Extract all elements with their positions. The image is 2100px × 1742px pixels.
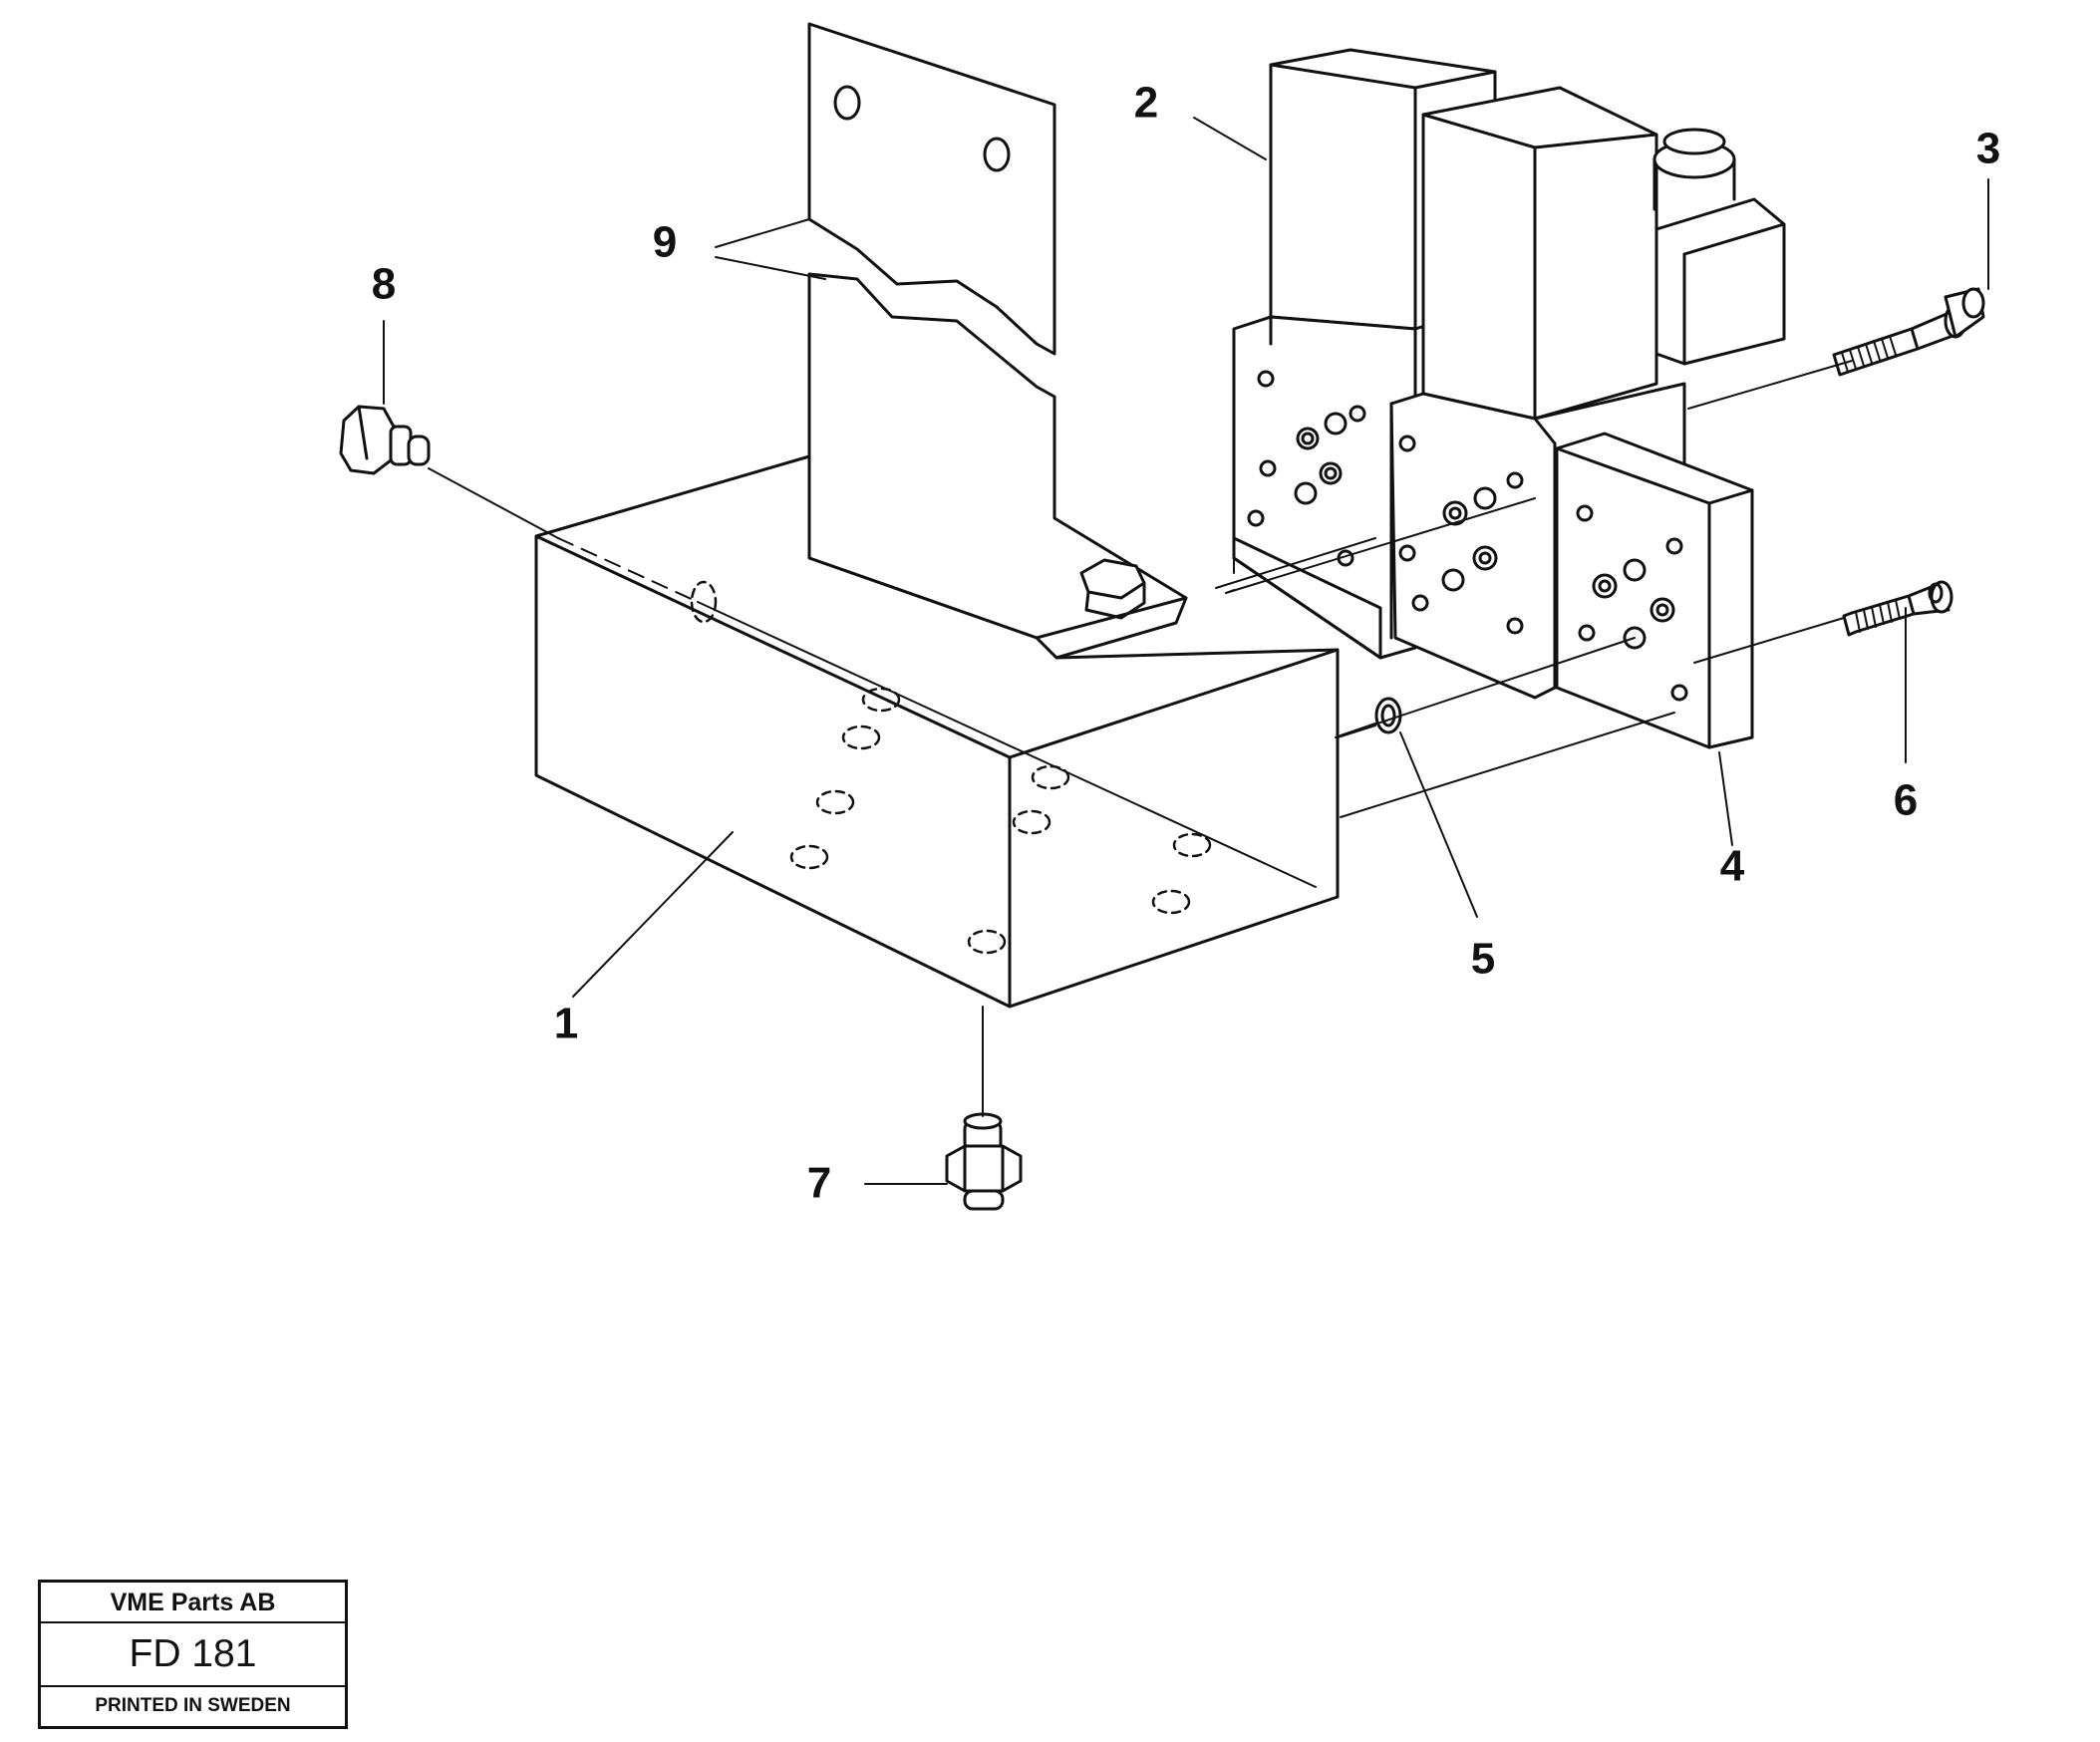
o-ring xyxy=(1374,697,1402,734)
valve-block xyxy=(534,454,1340,1009)
title-stamp: VME Parts AB FD 181 PRINTED IN SWEDEN xyxy=(38,1580,348,1729)
callout-6: 6 xyxy=(1894,776,1918,825)
callout-3: 3 xyxy=(1976,125,2000,173)
callout-7: 7 xyxy=(807,1159,831,1208)
callout-leaders xyxy=(383,117,1989,1185)
stamp-printed: PRINTED IN SWEDEN xyxy=(95,1695,291,1716)
callout-labels: 1 2 3 4 5 6 7 8 9 xyxy=(372,79,2000,1208)
stamp-code: FD 181 xyxy=(41,1623,345,1687)
callout-2: 2 xyxy=(1134,79,1158,128)
end-plate xyxy=(1555,432,1754,749)
callout-5: 5 xyxy=(1471,935,1495,984)
screw-short xyxy=(1842,580,1953,637)
callout-9: 9 xyxy=(653,218,677,267)
callout-1: 1 xyxy=(554,1000,578,1048)
stamp-company: VME Parts AB xyxy=(41,1583,345,1623)
plug-top-left xyxy=(339,405,431,475)
callout-8: 8 xyxy=(372,260,396,309)
plug-bottom xyxy=(945,1112,1023,1211)
assembly-lines xyxy=(428,360,1853,1117)
bracket-plate-upper xyxy=(807,22,1056,356)
callout-4: 4 xyxy=(1720,842,1745,891)
screw-long xyxy=(1832,287,1985,377)
